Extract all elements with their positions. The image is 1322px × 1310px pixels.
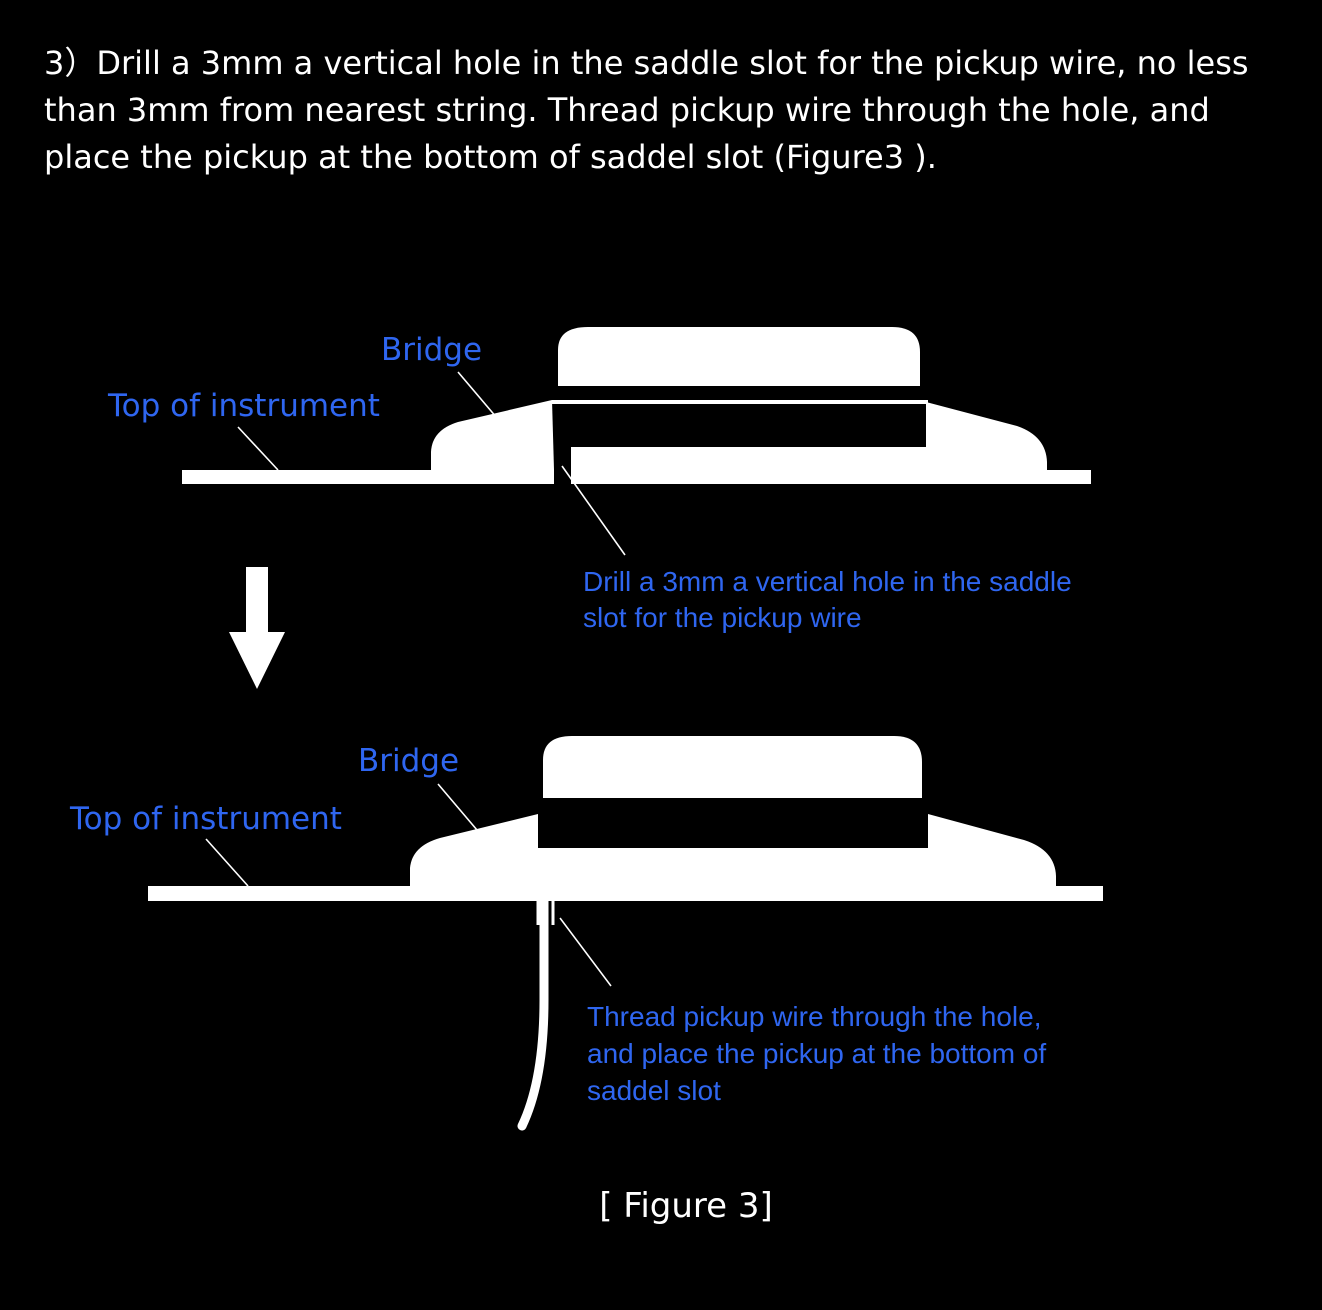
diagram-top: Bridge Top of instrument Drill a 3mm a v… (107, 327, 1091, 633)
instrument-top-left (182, 470, 554, 484)
bridge-left (431, 400, 554, 470)
wire-note-line-2: and place the pickup at the bottom of (587, 1038, 1046, 1069)
wire-note-line-3: saddel slot (587, 1075, 721, 1106)
hole-note-line-2: slot for the pickup wire (583, 602, 862, 633)
label-bridge: Bridge (381, 332, 482, 368)
bridge-body (410, 814, 1056, 886)
down-arrow-icon (229, 567, 285, 689)
leader-wire (559, 917, 612, 987)
saddle (543, 736, 922, 798)
leader-bridge (457, 371, 498, 419)
leader-top (237, 426, 279, 471)
leader-top (205, 838, 249, 887)
diagram-bottom: Bridge Top of instrument Thread pickup w… (69, 736, 1103, 1131)
leader-hole (561, 465, 626, 556)
label-top-of-instrument: Top of instrument (107, 388, 380, 424)
instruction-text: 3）Drill a 3mm a vertical hole in the sad… (44, 44, 1249, 176)
label-bridge: Bridge (358, 743, 459, 779)
instrument-top (148, 886, 1103, 901)
pickup-wire (517, 857, 549, 1131)
saddle (558, 327, 920, 386)
label-top-of-instrument: Top of instrument (69, 801, 342, 837)
leader-bridge (437, 783, 478, 831)
instrument-top-right (571, 470, 1091, 484)
figure-caption: [ Figure 3] (599, 1186, 773, 1226)
slot-rim (552, 400, 928, 404)
wire-note-line-1: Thread pickup wire through the hole, (587, 1001, 1042, 1032)
hole-note-line-1: Drill a 3mm a vertical hole in the saddl… (583, 566, 1072, 597)
bridge-right (571, 402, 1047, 470)
